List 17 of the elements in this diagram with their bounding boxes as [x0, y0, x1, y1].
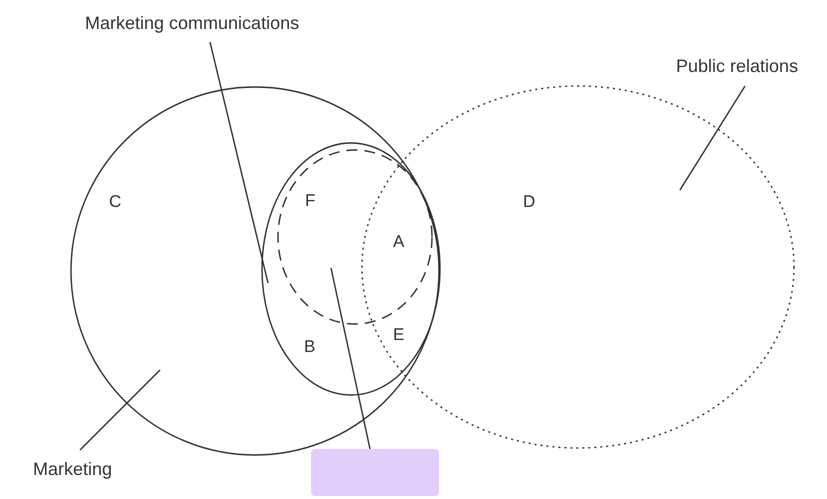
- region-letter: E: [393, 325, 404, 345]
- dashed-circle: [277, 149, 433, 325]
- region-letter: C: [109, 192, 122, 212]
- dotted-ellipse: [361, 85, 795, 449]
- callout-text: Marketing: [33, 458, 112, 480]
- leader-line: [80, 370, 160, 450]
- leader-line: [209, 42, 269, 284]
- region-letter: D: [523, 192, 536, 212]
- region-letter: A: [393, 232, 404, 252]
- callout-text: Public relations: [676, 55, 798, 77]
- label-box: [311, 449, 439, 496]
- leader-line: [679, 86, 746, 190]
- marketing-circle: [70, 86, 440, 456]
- callout-text: Marketing communications: [85, 12, 300, 34]
- region-letter: F: [305, 191, 316, 211]
- region-letter: B: [304, 337, 316, 357]
- leader-line: [330, 268, 371, 450]
